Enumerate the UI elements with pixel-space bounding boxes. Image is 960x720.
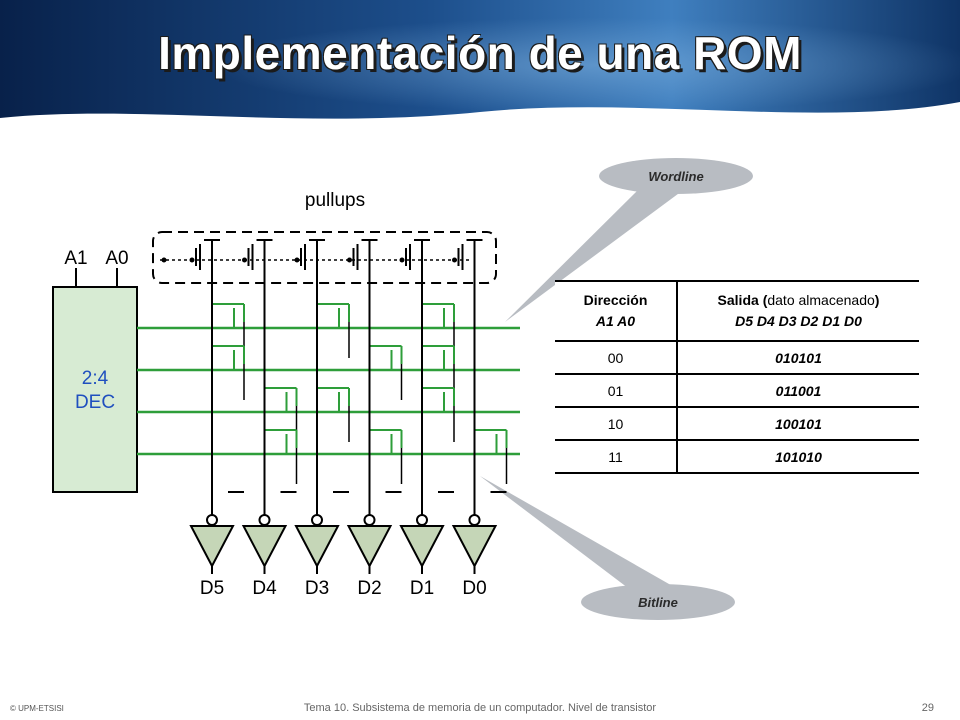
pullup-gate-node (399, 257, 405, 263)
memory-cell (264, 387, 298, 442)
table-row: 00 010101 (555, 341, 919, 375)
bitline-callout: Bitline (480, 476, 735, 620)
header-address-label: Dirección (583, 292, 648, 308)
decoder-block (52, 286, 138, 493)
memory-cell (474, 429, 508, 484)
header-output-label: Salida (717, 292, 759, 308)
memory-cell (422, 303, 455, 358)
output-label-d5: D5 (200, 578, 224, 599)
header-address-sub: A1 A0 (595, 313, 636, 329)
bitline-column-d4: D4 (241, 239, 297, 599)
output-buffer (294, 525, 340, 569)
pullups-box (152, 231, 497, 284)
pullup-gate-node (294, 257, 300, 263)
memory-cell (422, 345, 455, 400)
bitline-label: Bitline (638, 595, 678, 610)
memory-cell (264, 429, 298, 484)
memory-cell (212, 303, 245, 358)
buffer-bubble (258, 514, 271, 526)
footer-subject: Tema 10. Subsistema de memoria de un com… (303, 702, 657, 714)
memory-cell (317, 303, 350, 358)
output-label-d0: D0 (462, 578, 486, 599)
output-label-d3: D3 (305, 578, 329, 599)
pullups-label: pullups (305, 190, 365, 211)
footer-copyright: © UPM-ETSISI (10, 704, 64, 713)
address-cell: 11 (555, 440, 678, 474)
address-cell: 01 (555, 374, 678, 408)
header-output-paren-close: ) (874, 292, 880, 308)
table-row: 11 101010 (555, 440, 919, 474)
title-banner (0, 0, 960, 119)
output-buffer (451, 525, 498, 569)
memory-cell (369, 345, 403, 400)
bitline-columns: D5 D4 D3 D2 D1 D0 (189, 239, 508, 599)
data-cell: 101010 (677, 440, 919, 474)
memory-cell (422, 387, 455, 442)
page-number: 29 (921, 702, 934, 714)
memory-cell (212, 345, 245, 400)
pullup-gate-node (347, 257, 352, 263)
memory-cell (317, 387, 350, 442)
input-label-a0: A0 (105, 248, 128, 269)
bitline-column-d3: D3 (294, 239, 349, 599)
table-row: 10 100101 (555, 407, 919, 441)
pullup-gate-node (242, 257, 247, 263)
header-output-paren-open: ( (762, 292, 768, 308)
bitline-column-d5: D5 (189, 239, 244, 599)
address-cell: 10 (555, 407, 678, 441)
decoder-label-dec: DEC (75, 392, 115, 413)
output-label-d1: D1 (410, 578, 434, 599)
output-buffer (241, 525, 288, 569)
buffer-bubble (468, 514, 481, 526)
slide-title: Implementación de una ROM (158, 27, 802, 79)
wordline-callout: Wordline (505, 158, 753, 322)
output-buffer (189, 525, 235, 569)
bitline-column-d0: D0 (451, 239, 507, 599)
output-label-d2: D2 (357, 578, 381, 599)
buffer-bubble (311, 514, 323, 526)
output-buffer (399, 525, 445, 569)
buffer-bubble (206, 514, 218, 526)
header-address: Dirección A1 A0 (555, 280, 678, 342)
pullup-gate-node (189, 257, 195, 263)
data-cell: 100101 (677, 407, 919, 441)
buffer-bubble (416, 514, 428, 526)
data-cell: 011001 (677, 374, 919, 408)
memory-cell (369, 429, 403, 484)
decoder-label-ratio: 2:4 (82, 368, 109, 389)
buffer-bubble (363, 514, 376, 526)
bitline-column-d1: D1 (399, 239, 454, 599)
address-cell: 00 (555, 341, 678, 375)
bitline-column-d2: D2 (346, 239, 402, 599)
output-buffer (346, 525, 393, 569)
header-output-sub: D5 D4 D3 D2 D1 D0 (735, 313, 862, 329)
rom-truth-table: Dirección A1 A0 Salida (dato almacenado)… (555, 280, 919, 474)
table-row: 01 011001 (555, 374, 919, 408)
pullup-gate-node (452, 257, 457, 263)
table-header-row: Dirección A1 A0 Salida (dato almacenado)… (555, 280, 919, 342)
output-label-d4: D4 (252, 578, 277, 599)
header-output: Salida (dato almacenado) D5 D4 D3 D2 D1 … (677, 280, 919, 342)
wordline-label: Wordline (648, 169, 703, 184)
input-label-a1: A1 (64, 248, 87, 269)
wordlines (137, 326, 520, 456)
data-cell: 010101 (677, 341, 919, 375)
header-output-note: dato almacenado (767, 292, 875, 308)
